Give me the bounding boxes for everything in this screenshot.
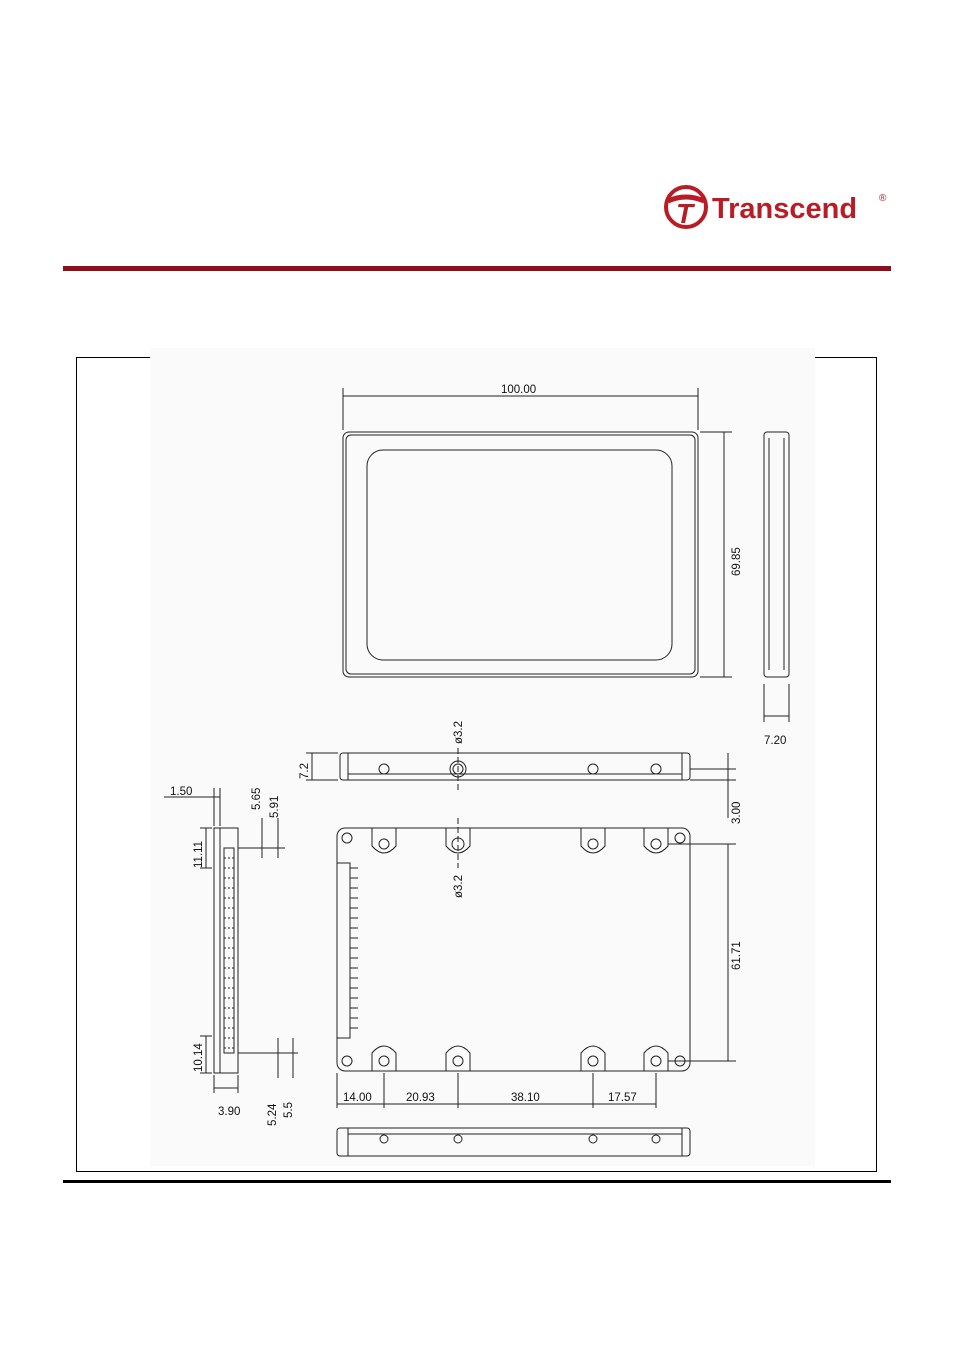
dim-hole-x-14-00: 14.00 bbox=[343, 1092, 372, 1104]
dim-connector-11-11: 11.11 bbox=[193, 841, 205, 868]
dim-hole-x-20-93: 20.93 bbox=[406, 1092, 435, 1104]
dim-connector-5-24: 5.24 bbox=[267, 1103, 279, 1126]
dim-connector-5-91: 5.91 bbox=[269, 796, 281, 818]
dim-hole-diameter-bottom: ø3.2 bbox=[453, 875, 465, 898]
logo-mark-letter: T bbox=[676, 198, 696, 229]
dim-height: 69.85 bbox=[731, 547, 743, 576]
dim-hole-offset: 3.00 bbox=[731, 802, 743, 824]
logo-wordmark: Transcend bbox=[712, 193, 857, 225]
registered-mark: ® bbox=[879, 193, 887, 204]
transcend-logo: T Transcend ® bbox=[662, 183, 892, 231]
dim-width: 100.00 bbox=[501, 384, 536, 396]
dim-connector-10-14: 10.14 bbox=[193, 1043, 205, 1072]
dim-hole-spacing-vertical: 61.71 bbox=[731, 941, 743, 970]
footer-rule bbox=[63, 1180, 891, 1183]
dim-connector-5-65: 5.65 bbox=[251, 788, 263, 810]
dim-thickness: 7.20 bbox=[764, 735, 786, 747]
header-rule bbox=[63, 266, 891, 271]
dim-side-height: 7.2 bbox=[299, 763, 311, 779]
dim-connector-1-50: 1.50 bbox=[170, 786, 192, 798]
transcend-logo-mark-icon: T bbox=[666, 187, 706, 229]
dim-hole-x-17-57: 17.57 bbox=[608, 1092, 637, 1104]
ssd-mechanical-drawing: 100.00 69.85 7.20 7.2 ø3.2 ø3.2 3.00 61.… bbox=[150, 348, 815, 1166]
dim-hole-diameter-top: ø3.2 bbox=[453, 721, 465, 744]
dim-connector-3-90: 3.90 bbox=[218, 1106, 240, 1118]
dim-connector-5-5: 5.5 bbox=[283, 1102, 295, 1118]
dim-hole-x-38-10: 38.10 bbox=[511, 1092, 540, 1104]
